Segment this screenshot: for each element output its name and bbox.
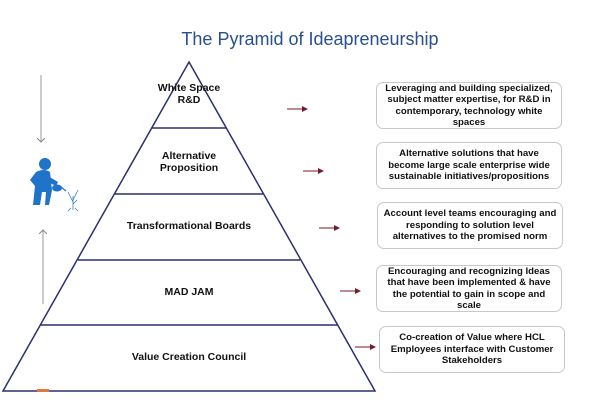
tier-label-white-space: White Space R&D <box>157 82 221 106</box>
description-box-alternative-proposition: Alternative solutions that have become l… <box>376 142 562 189</box>
description-box-white-space: Leveraging and building specialized, sub… <box>376 82 562 129</box>
description-box-mad-jam: Encouraging and recognizing Ideas that h… <box>376 265 562 312</box>
pyramid-outline <box>1 60 377 392</box>
tier-label-alternative-proposition: Alternative Proposition <box>159 150 219 174</box>
tier-label-transformational-boards: Transformational Boards <box>126 220 252 232</box>
description-box-value-creation-council: Co-creation of Value where HCL Employees… <box>379 326 565 373</box>
slide-marker <box>37 389 49 392</box>
tier-label-mad-jam: MAD JAM <box>164 286 214 298</box>
person-watering-plant-icon <box>30 158 79 212</box>
tier-label-value-creation-council: Value Creation Council <box>131 351 247 363</box>
description-box-transformational-boards: Account level teams encouraging and resp… <box>377 202 563 249</box>
diagram-title: The Pyramid of Ideapreneurship <box>181 29 439 49</box>
